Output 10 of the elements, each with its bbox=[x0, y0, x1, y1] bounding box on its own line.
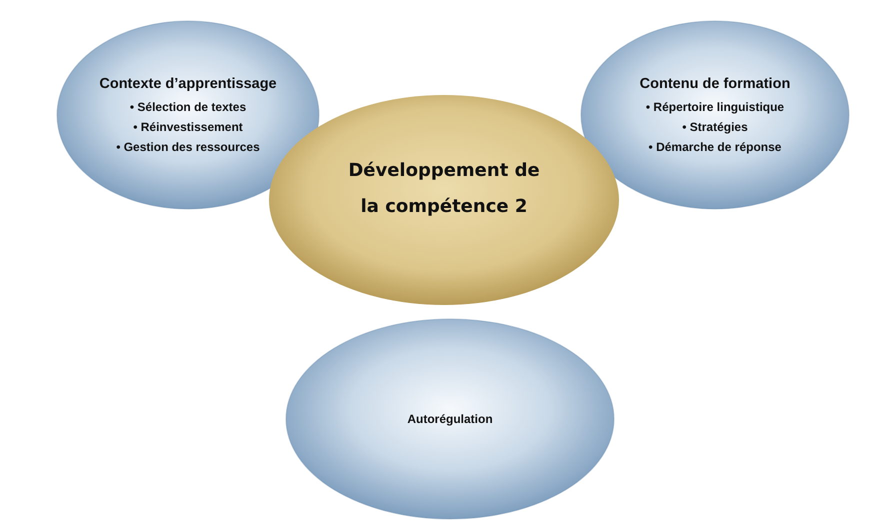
ellipse-heading: Contenu de formation bbox=[640, 76, 790, 92]
bullet-item: • Réinvestissement bbox=[133, 120, 243, 134]
ellipse-label: Autorégulation bbox=[407, 412, 493, 426]
bullet-item: • Répertoire linguistique bbox=[646, 100, 784, 114]
bullet-item: • Démarche de réponse bbox=[648, 140, 782, 154]
ellipse-label: Développement de la compétence 2 bbox=[347, 159, 541, 219]
ellipse-heading: Contexte d’apprentissage bbox=[99, 76, 277, 92]
bullet-item: • Sélection de textes bbox=[130, 100, 246, 114]
bullet-item: • Gestion des ressources bbox=[116, 140, 260, 154]
bullet-item: • Stratégies bbox=[682, 120, 748, 134]
